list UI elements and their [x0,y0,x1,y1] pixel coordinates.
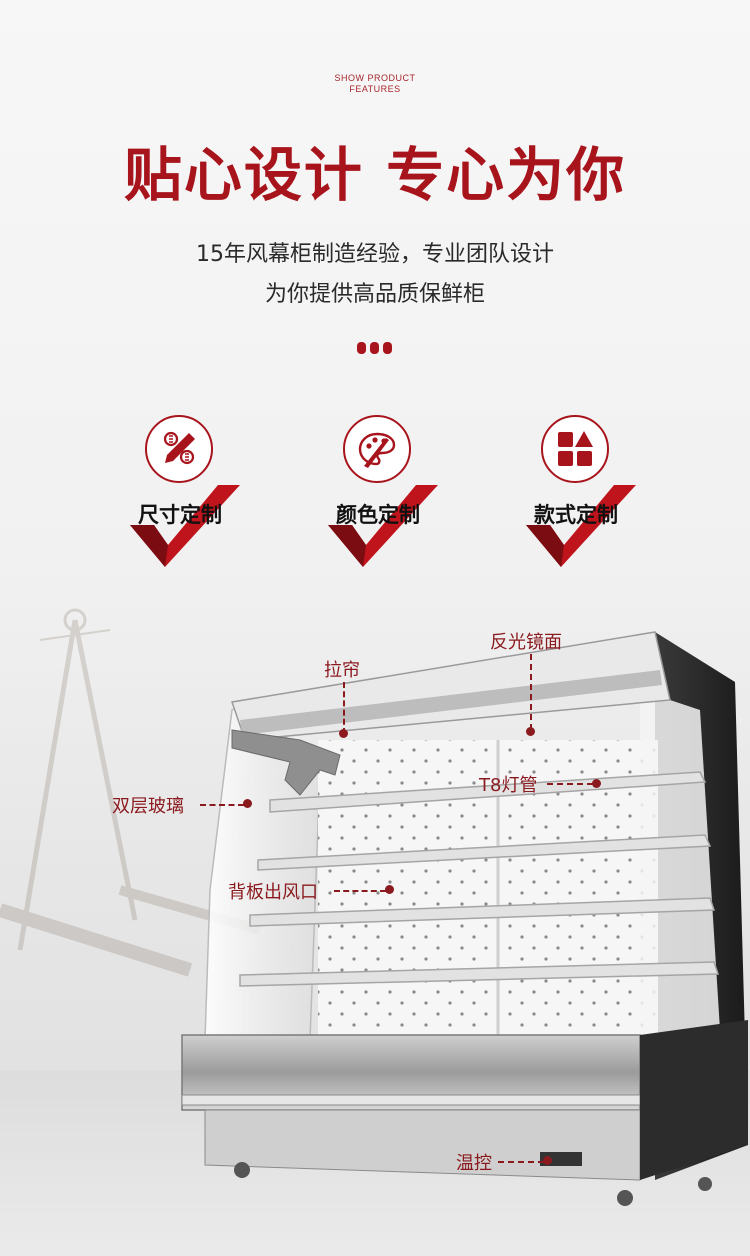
callout-point [243,799,252,808]
callout-vent: 背板出风口 [228,882,318,903]
callout-line [530,654,532,730]
feature-label: 颜色定制 [336,503,420,527]
callout-line [547,783,593,785]
subtitle-line-1: 15年风幕柜制造经验，专业团队设计 [196,242,554,267]
callout-tube: T8灯管 [479,775,538,796]
feature-style-custom: 款式定制 [506,415,646,575]
eyebrow-line-2: FEATURES [349,84,401,94]
callout-point [385,885,394,894]
eyebrow-line-1: SHOW PRODUCT [334,73,416,83]
pencil-ruler-icon [145,415,213,483]
callout-point [592,779,601,788]
callout-line [498,1161,544,1163]
feature-size-custom: 尺寸定制 [110,415,250,575]
feature-label: 尺寸定制 [138,503,222,527]
callout-line [334,890,386,892]
callout-mirror: 反光镜面 [490,632,562,653]
callout-thermo: 温控 [456,1153,492,1174]
callout-point [339,729,348,738]
checkmark-icon [328,485,438,567]
checkmark-icon [130,485,240,567]
checkmark-icon [526,485,636,567]
page-title: 贴心设计 专心为你 [123,141,627,209]
eyebrow-text: SHOW PRODUCT FEATURES [0,73,750,95]
palette-brush-icon [343,415,411,483]
callout-line [343,682,345,734]
callout-point [526,727,535,736]
feature-color-custom: 颜色定制 [308,415,448,575]
product-scene: 拉帘 反光镜面 双层玻璃 T8灯管 背板出风口 温控 [0,590,750,1256]
feature-label: 款式定制 [534,503,618,527]
shapes-icon [541,415,609,483]
callout-point [543,1156,552,1165]
callout-line [200,804,244,806]
subtitle-line-2: 为你提供高品质保鲜柜 [264,282,485,307]
callout-glass: 双层玻璃 [112,796,184,817]
callout-curtain: 拉帘 [324,660,360,681]
decorative-dots [357,342,392,354]
display-cabinet-illustration [0,608,750,1256]
